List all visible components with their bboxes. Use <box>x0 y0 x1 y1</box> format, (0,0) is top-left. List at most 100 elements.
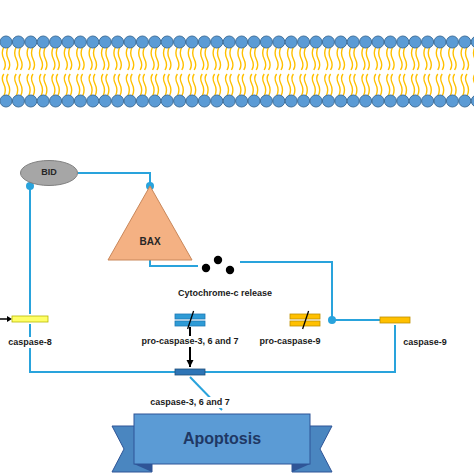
lipid-tail <box>27 74 30 96</box>
lipid-head <box>310 95 322 107</box>
lipid-tail <box>2 74 5 96</box>
connector-group <box>30 324 175 372</box>
lipid-tail <box>374 47 377 70</box>
lipid-head <box>99 95 111 107</box>
lipid-head <box>434 95 446 107</box>
lipid-tail <box>275 74 278 96</box>
lipid-head <box>112 36 124 48</box>
lipid-head <box>99 36 111 48</box>
banner-fold <box>292 464 310 472</box>
lipid-tail <box>106 47 109 70</box>
bar-shape <box>12 316 48 322</box>
bar-shape <box>175 314 205 319</box>
lipid-tail <box>441 47 444 70</box>
lipid-tail <box>151 74 154 96</box>
lipid-head <box>0 36 12 48</box>
lipid-tail <box>280 47 283 70</box>
lipid-tail <box>404 47 407 70</box>
lipid-tail <box>428 47 431 70</box>
lipid-head <box>471 36 474 48</box>
lipid-tail <box>151 47 154 70</box>
lipid-head <box>50 36 62 48</box>
outcome-banner: Apoptosis <box>112 410 332 474</box>
lipid-tail <box>164 74 167 96</box>
lipid-tail <box>164 47 167 70</box>
lipid-tail <box>288 74 291 96</box>
lipid-tail <box>139 47 142 70</box>
lipid-head <box>434 36 446 48</box>
lipid-head <box>198 95 210 107</box>
incoming-arrow-head <box>7 316 12 322</box>
lipid-head <box>236 36 248 48</box>
lipid-head <box>198 36 210 48</box>
lipid-tail <box>19 47 22 70</box>
node-outline <box>380 315 410 325</box>
lipid-tail <box>449 74 452 96</box>
lipid-tail <box>304 47 307 70</box>
caspase-bar: caspase-9 <box>380 315 410 325</box>
lipid-tail <box>280 74 283 96</box>
lipid-head <box>322 36 334 48</box>
lipid-head <box>223 36 235 48</box>
lipid-tail <box>300 47 303 70</box>
lipid-head <box>384 95 396 107</box>
node-outline <box>108 186 192 260</box>
lipid-head <box>174 36 186 48</box>
lipid-head <box>422 95 434 107</box>
lipid-head <box>384 36 396 48</box>
lipid-tail <box>168 74 171 96</box>
lipid-head <box>273 36 285 48</box>
lipid-tail <box>218 74 221 96</box>
connector-group <box>150 260 198 266</box>
cleavage-slash <box>188 311 194 329</box>
lipid-head <box>12 95 24 107</box>
connector-group <box>78 173 154 190</box>
lipid-tail <box>342 47 345 70</box>
lipid-head <box>347 36 359 48</box>
lipid-tail <box>118 47 121 70</box>
lipid-tail <box>428 74 431 96</box>
connector-group <box>332 320 380 321</box>
lipid-head <box>248 36 260 48</box>
lipid-tail <box>366 47 369 70</box>
lipid-head <box>446 95 458 107</box>
lipid-tail <box>461 74 464 96</box>
lipid-tail <box>238 74 241 96</box>
lipid-head <box>186 95 198 107</box>
lipid-tail <box>300 74 303 96</box>
lipid-head <box>397 36 409 48</box>
lipid-tail <box>213 74 216 96</box>
lipid-tail <box>64 47 67 70</box>
lipid-tail <box>342 74 345 96</box>
lipid-heads <box>0 36 474 107</box>
connector-group <box>205 325 395 372</box>
lipid-tail <box>44 47 47 70</box>
lipid-tail <box>387 47 390 70</box>
lipid-tail <box>131 47 134 70</box>
lipid-tail <box>362 47 365 70</box>
procaspase-bar: pro-caspase-9 <box>288 313 332 327</box>
lipid-tail <box>143 47 146 70</box>
lipid-tail <box>15 47 18 70</box>
lipid-tail <box>329 47 332 70</box>
lipid-tail <box>263 74 266 96</box>
protein-label: Cytochrome-c release <box>177 288 273 299</box>
lipid-tail <box>131 74 134 96</box>
lipid-head <box>124 36 136 48</box>
lipid-head <box>248 95 260 107</box>
lipid-tail <box>193 74 196 96</box>
lipid-tail <box>7 74 10 96</box>
node-label: Apoptosis <box>183 429 261 448</box>
lipid-tail <box>230 47 233 70</box>
lipid-head <box>310 36 322 48</box>
lipid-tail <box>387 74 390 96</box>
lipid-head <box>136 95 148 107</box>
lipid-tail <box>32 74 35 96</box>
node-outline <box>12 314 48 324</box>
lipid-tail <box>230 74 233 96</box>
lipid-tail <box>404 74 407 96</box>
lipid-tail <box>94 47 97 70</box>
lipid-tail <box>466 47 469 70</box>
